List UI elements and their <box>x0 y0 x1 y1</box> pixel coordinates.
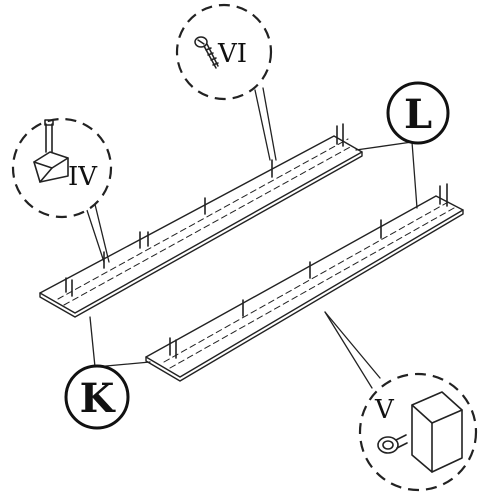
hardware-v-label: V <box>374 395 395 425</box>
lower-rail-edge <box>145 209 464 382</box>
hardware-iv-callout: IV <box>11 117 113 219</box>
part-L-callout: L <box>386 81 450 145</box>
hardware-v-glide-icon <box>377 434 408 454</box>
callout-V-a <box>324 311 381 379</box>
hardware-v-callout: V <box>358 372 478 492</box>
hardware-vi-label: VI <box>217 39 247 69</box>
part-K-circle <box>64 364 130 430</box>
hardware-iv-circle <box>11 117 113 219</box>
hardware-v-pad-icon <box>411 391 463 473</box>
hardware-vi-circle <box>175 3 273 101</box>
lower-rail-hidden-line-b <box>169 207 455 369</box>
hardware-vi-screw-icon <box>194 36 219 69</box>
callout-V-b <box>324 311 373 389</box>
callout-VI-b <box>262 87 277 161</box>
part-K-callout: K <box>64 364 130 430</box>
upper-rail <box>39 123 363 318</box>
hardware-vi-callout: VI <box>175 3 273 101</box>
lower-rail-pegs <box>169 183 448 359</box>
callout-lines <box>81 87 418 389</box>
lower-rail-hidden-line-a <box>163 200 451 363</box>
callout-L-upper <box>355 141 413 151</box>
part-L-circle <box>386 81 450 145</box>
hardware-iv-label: IV <box>68 162 98 192</box>
upper-rail-pegs <box>65 123 344 297</box>
upper-rail-hidden-line-b <box>63 145 353 306</box>
callout-K-upper <box>89 316 96 368</box>
lower-rail <box>145 183 464 382</box>
part-L-label: L <box>404 91 432 138</box>
upper-rail-hidden-line-a <box>57 138 349 300</box>
hardware-v-circle <box>358 372 478 492</box>
callout-L-lower <box>411 141 418 209</box>
hardware-iv-bracket-icon <box>33 119 69 183</box>
callout-VI-a <box>254 89 271 161</box>
upper-rail-edge <box>39 151 363 318</box>
part-K-label: K <box>80 375 116 422</box>
lower-rail-top-face <box>145 195 464 378</box>
